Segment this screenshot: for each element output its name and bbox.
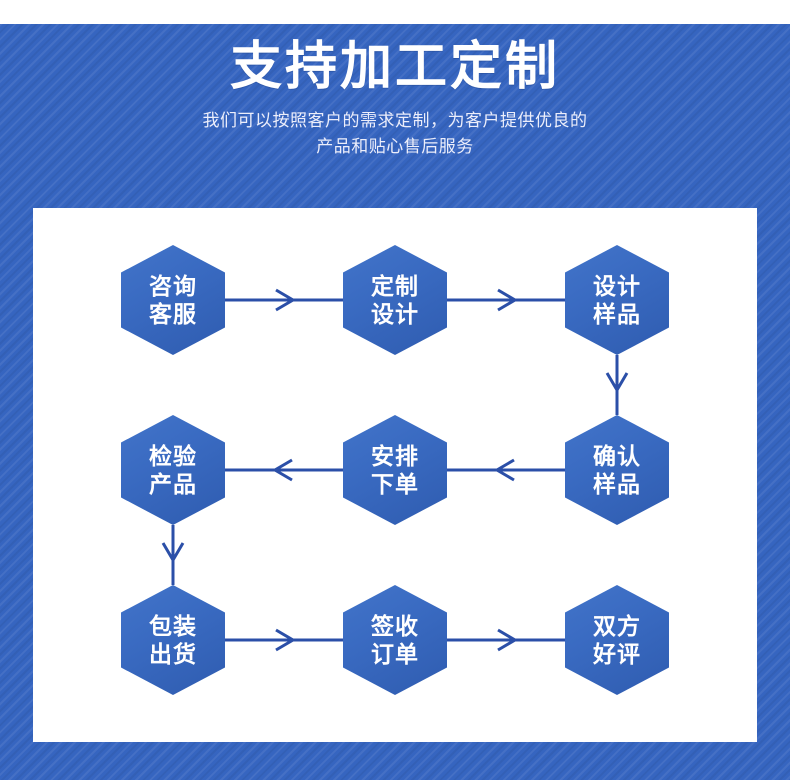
arrowhead-n6-n7 <box>161 542 185 563</box>
arrowhead-n1-n2 <box>275 288 296 312</box>
flow-node-label: 签收 订单 <box>371 613 419 667</box>
flow-node-label: 设计 样品 <box>593 273 641 327</box>
flow-node-label: 包装 出货 <box>149 613 197 667</box>
page-subtitle: 我们可以按照客户的需求定制，为客户提供优良的 产品和贴心售后服务 <box>180 108 610 160</box>
flow-node-label: 安排 下单 <box>371 443 419 497</box>
top-white-strip <box>0 0 790 24</box>
arrowhead-n7-n8 <box>275 628 296 652</box>
arrowhead-n8-n9 <box>497 628 518 652</box>
flow-card: 咨询 客服 定制 设计 设计 样品 确认 样品 安排 下单 检验 产品 包装 出… <box>33 208 757 742</box>
arrowhead-n5-n6 <box>272 458 293 482</box>
flow-node-label: 咨询 客服 <box>149 273 197 327</box>
page-title: 支持加工定制 <box>229 38 560 96</box>
flow-node-label: 确认 样品 <box>593 443 641 497</box>
process-flow-diagram: 咨询 客服 定制 设计 设计 样品 确认 样品 安排 下单 检验 产品 包装 出… <box>33 208 757 742</box>
arrowhead-n2-n3 <box>497 288 518 312</box>
arrowhead-n4-n5 <box>494 458 515 482</box>
flow-node-custom-design[interactable]: 定制 设计 <box>343 245 447 355</box>
flow-node-place-order[interactable]: 安排 下单 <box>343 415 447 525</box>
banner-header: 支持加工定制 我们可以按照客户的需求定制，为客户提供优良的 产品和贴心售后服务 <box>0 36 790 160</box>
flow-node-consult-service[interactable]: 咨询 客服 <box>121 245 225 355</box>
arrowhead-n3-n4 <box>605 372 629 393</box>
subtitle-line-2: 产品和贴心售后服务 <box>316 137 474 156</box>
flow-connectors-layer <box>161 288 629 652</box>
subtitle-line-1: 我们可以按照客户的需求定制，为客户提供优良的 <box>202 111 588 130</box>
flow-node-inspect-product[interactable]: 检验 产品 <box>121 415 225 525</box>
flow-node-label: 双方 好评 <box>593 613 641 667</box>
flow-node-label: 定制 设计 <box>371 273 419 327</box>
flow-node-label: 检验 产品 <box>149 443 197 497</box>
